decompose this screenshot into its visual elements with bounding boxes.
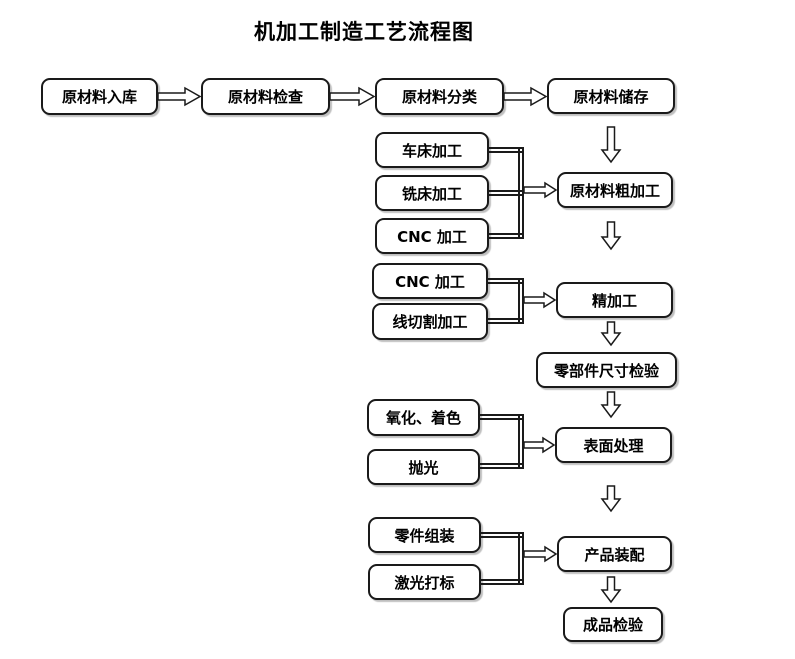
feed-arrow-right-icon xyxy=(523,545,558,563)
connector-line-h xyxy=(489,147,524,153)
node-fine-machining: 精加工 xyxy=(556,282,673,318)
node-raw-material-check: 原材料检查 xyxy=(201,78,330,115)
connector-line-h xyxy=(481,579,524,585)
arrow-right-icon xyxy=(329,86,376,107)
arrow-down-icon xyxy=(600,321,622,347)
node-raw-material-storage: 原材料储存 xyxy=(547,78,675,114)
arrow-down-icon xyxy=(600,485,622,513)
node-polishing: 抛光 xyxy=(367,449,480,485)
node-part-dimension-inspection: 零部件尺寸检验 xyxy=(536,352,677,388)
connector-line-h xyxy=(488,318,524,324)
node-surface-treatment: 表面处理 xyxy=(555,427,672,463)
node-raw-material-inbound: 原材料入库 xyxy=(41,78,158,115)
connector-line-v xyxy=(518,147,524,239)
feed-arrow-right-icon xyxy=(523,291,557,309)
connector-line-h xyxy=(481,532,524,538)
arrow-down-icon xyxy=(600,391,622,419)
connector-line-v xyxy=(518,414,524,469)
connector-line-h xyxy=(489,233,524,239)
node-lathe-machining: 车床加工 xyxy=(375,132,489,168)
connector-line-h xyxy=(480,414,524,420)
node-wire-cut-machining: 线切割加工 xyxy=(372,303,488,340)
node-finished-product-inspection: 成品检验 xyxy=(563,607,663,642)
node-product-assembly: 产品装配 xyxy=(557,536,672,572)
diagram-title: 机加工制造工艺流程图 xyxy=(254,20,474,44)
arrow-right-icon xyxy=(503,86,548,107)
node-milling-machining: 铣床加工 xyxy=(375,175,489,211)
arrow-down-icon xyxy=(600,126,622,164)
node-raw-material-sorting: 原材料分类 xyxy=(375,78,504,115)
arrow-down-icon xyxy=(600,221,622,251)
arrow-down-icon xyxy=(600,576,622,604)
node-part-assembly: 零件组装 xyxy=(368,517,481,553)
connector-line-h xyxy=(488,278,524,284)
node-oxidation-coloring: 氧化、着色 xyxy=(367,399,480,436)
node-cnc-machining-rough: CNC 加工 xyxy=(375,218,489,254)
arrow-right-icon xyxy=(157,86,202,107)
node-raw-material-rough-machining: 原材料粗加工 xyxy=(557,172,673,208)
connector-line-v xyxy=(518,278,524,324)
feed-arrow-right-icon xyxy=(523,181,558,199)
connector-line-v xyxy=(518,532,524,585)
feed-arrow-right-icon xyxy=(523,436,556,454)
node-cnc-machining-fine: CNC 加工 xyxy=(372,263,488,299)
node-laser-marking: 激光打标 xyxy=(368,564,481,600)
connector-line-h xyxy=(489,190,524,196)
connector-line-h xyxy=(480,463,524,469)
